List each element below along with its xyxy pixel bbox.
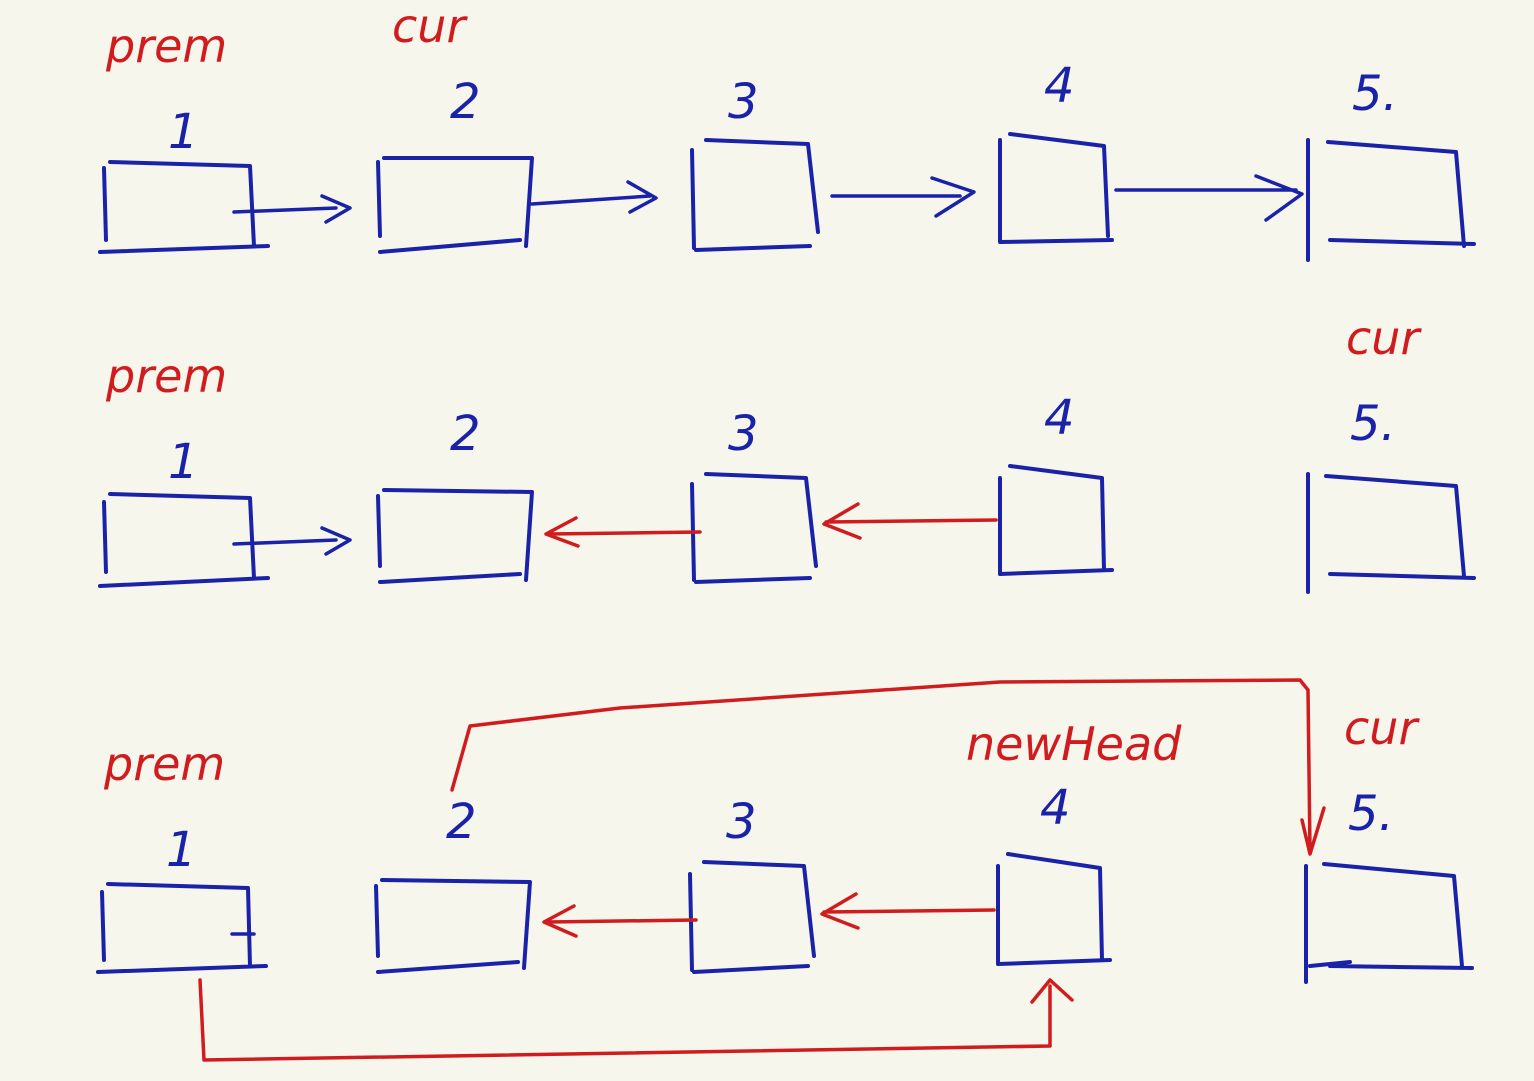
row2-node-3-value: 3 bbox=[728, 406, 759, 462]
row2-node-3-box bbox=[690, 472, 818, 584]
row2-link-3-to-2-reversed bbox=[544, 516, 702, 548]
row1-prem-label: prem bbox=[105, 19, 227, 73]
row3-node-3-box bbox=[688, 860, 816, 974]
row3-cur-label: cur bbox=[1344, 701, 1420, 755]
row2-node-2-value: 2 bbox=[450, 406, 481, 462]
row3-link-4-to-3-reversed bbox=[820, 892, 996, 930]
row2-node-4-value: 4 bbox=[1044, 390, 1075, 446]
row1-node-4-value: 4 bbox=[1044, 58, 1075, 114]
row3-link-prem-to-newhead bbox=[198, 978, 1074, 1062]
row1-node-3-value: 3 bbox=[728, 74, 759, 130]
row3-node-1-box bbox=[96, 882, 268, 974]
row3-node-4-value: 4 bbox=[1040, 780, 1071, 836]
row2-link-4-to-3-reversed bbox=[822, 502, 998, 540]
row1-node-1-box bbox=[98, 160, 270, 254]
row2-node-2-box bbox=[376, 488, 534, 584]
row3-link-3-to-2-reversed bbox=[542, 904, 698, 938]
row-3: prem cur newHead 1 2 3 4 5. bbox=[96, 678, 1474, 1062]
row-1: prem cur 1 2 3 4 5. bbox=[98, 0, 1476, 262]
row2-node-1-value: 1 bbox=[168, 434, 199, 490]
row3-node-1-value: 1 bbox=[166, 822, 197, 878]
row3-node-4-box bbox=[996, 852, 1112, 966]
row1-link-2-to-3 bbox=[530, 180, 658, 214]
row2-node-5-box bbox=[1306, 472, 1476, 594]
row2-node-1-box bbox=[98, 492, 270, 588]
row2-prem-label: prem bbox=[105, 349, 227, 403]
row2-cur-label: cur bbox=[1346, 311, 1422, 365]
row3-node-2-value: 2 bbox=[446, 794, 477, 850]
row1-link-1-to-2 bbox=[232, 194, 352, 224]
row1-link-3-to-4 bbox=[830, 176, 976, 218]
row1-node-5-box bbox=[1306, 138, 1476, 262]
row3-newhead-label: newHead bbox=[966, 717, 1182, 771]
row1-node-2-value: 2 bbox=[450, 74, 481, 130]
row1-node-3-box bbox=[690, 138, 820, 252]
row3-node-5-box bbox=[1304, 862, 1474, 984]
row2-link-1-to-2 bbox=[232, 526, 352, 556]
row3-prem-label: prem bbox=[103, 737, 225, 791]
row1-node-5-value: 5. bbox=[1352, 66, 1398, 122]
row1-cur-label: cur bbox=[392, 0, 468, 53]
row1-node-2-box bbox=[376, 156, 534, 254]
row3-node-5-value: 5. bbox=[1348, 786, 1394, 842]
row2-node-4-box bbox=[998, 464, 1114, 576]
row1-node-1-value: 1 bbox=[168, 104, 199, 160]
row1-node-4-box bbox=[998, 132, 1114, 244]
row3-link-2-to-cur bbox=[450, 678, 1326, 856]
row2-node-5-value: 5. bbox=[1350, 396, 1396, 452]
row3-node-2-box bbox=[374, 878, 532, 974]
row3-node-3-value: 3 bbox=[726, 794, 757, 850]
row-2: prem cur 1 2 3 4 5. bbox=[98, 311, 1476, 594]
row1-link-4-to-5 bbox=[1114, 174, 1304, 222]
